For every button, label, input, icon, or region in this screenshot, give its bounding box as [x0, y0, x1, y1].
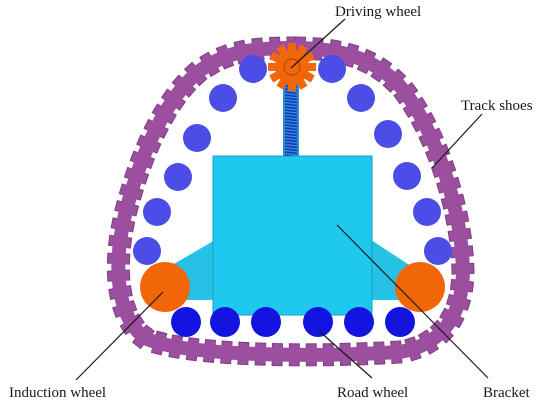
spring-coil	[284, 115, 298, 119]
spring-coil	[284, 100, 298, 104]
side-roller	[183, 124, 211, 152]
spring-coil	[284, 133, 298, 137]
sprocket-tooth	[288, 43, 296, 53]
road-wheel	[385, 307, 415, 337]
road-wheel	[210, 307, 240, 337]
side-roller	[413, 198, 441, 226]
induction-wheel-label: Induction wheel	[9, 385, 106, 401]
bracket-body	[212, 155, 373, 316]
road-wheel	[303, 307, 333, 337]
sprocket-axle	[283, 58, 301, 76]
side-roller	[347, 84, 375, 112]
spring-coil	[284, 148, 298, 152]
left-induction-wheel	[140, 262, 190, 312]
side-roller	[318, 55, 346, 83]
leader-lines	[75, 18, 489, 381]
spring-coil	[284, 94, 298, 98]
track-shoes-leader	[431, 113, 483, 169]
spring-coil	[284, 109, 298, 113]
track-belt	[111, 41, 470, 362]
spring-coil	[284, 139, 298, 143]
road-wheel	[171, 307, 201, 337]
spring-coil	[284, 124, 298, 128]
driving-wheel-leader	[290, 18, 346, 69]
driving-wheel-label: Driving wheel	[335, 4, 421, 20]
road-wheel	[344, 307, 374, 337]
spring-coil	[284, 118, 298, 122]
side-roller	[424, 237, 452, 265]
spring-coil	[284, 136, 298, 140]
side-roller	[393, 162, 421, 190]
spring-coil	[284, 91, 298, 95]
side-roller	[374, 120, 402, 148]
spring-coil	[284, 121, 298, 125]
side-roller	[239, 55, 267, 83]
side-roller	[143, 198, 171, 226]
side-roller	[133, 237, 161, 265]
side-roller	[164, 163, 192, 191]
track-shoes	[106, 36, 475, 367]
spring-coil	[284, 151, 298, 155]
bracket-leader	[336, 224, 489, 379]
road-wheel	[251, 307, 281, 337]
spring-coil	[284, 142, 298, 146]
track-shoes-label: Track shoes	[461, 98, 533, 114]
side-roller	[209, 84, 237, 112]
spring-coil	[284, 127, 298, 131]
right-induction-wheel	[395, 262, 445, 312]
bracket-label: Bracket	[483, 385, 530, 401]
spring-coil	[284, 97, 298, 101]
side-rollers	[133, 55, 452, 265]
spring-coil	[284, 103, 298, 107]
spring-coil	[284, 145, 298, 149]
spring-coil	[284, 112, 298, 116]
spring-coil	[284, 106, 298, 110]
road-wheels	[171, 307, 415, 337]
road-wheel-label: Road wheel	[337, 385, 408, 401]
sprocket-tooth	[288, 81, 296, 91]
induction-wheel-leader	[75, 291, 164, 381]
spring-coil	[284, 130, 298, 134]
road-wheel-leader	[317, 329, 373, 379]
